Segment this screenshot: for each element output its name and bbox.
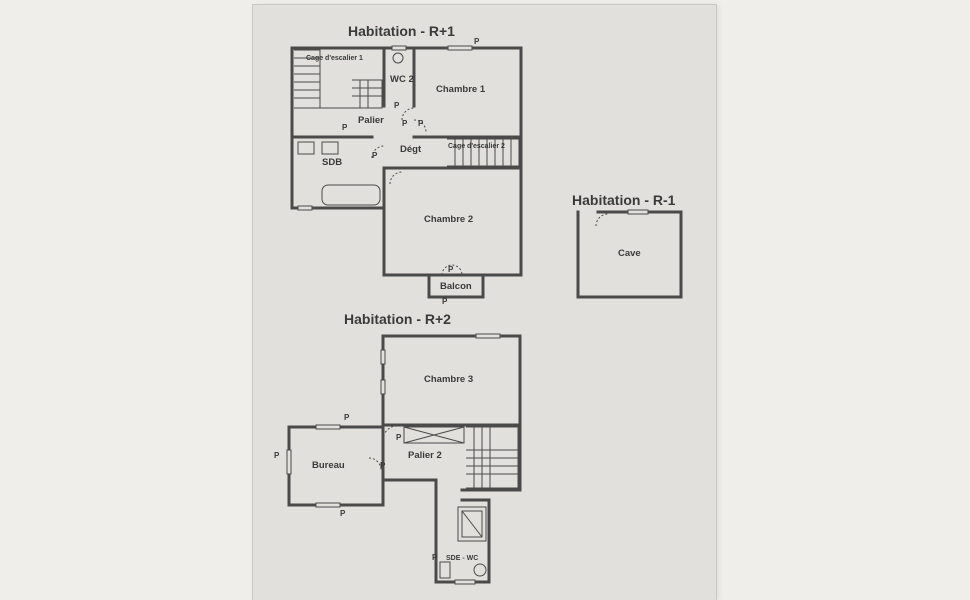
room-palier-label: Palier [358, 115, 384, 126]
room-degt-label: Dégt [400, 144, 422, 155]
palier2-bottom-wall [381, 478, 438, 507]
marker-p: P [442, 297, 448, 306]
bureau-walls [287, 425, 385, 507]
room-chambre2-label: Chambre 2 [424, 214, 473, 225]
window [315, 502, 341, 508]
window [447, 45, 473, 51]
window [627, 209, 649, 215]
room-balcon-label: Balcon [440, 281, 472, 292]
window [286, 449, 292, 475]
window [380, 349, 386, 365]
window [297, 205, 313, 211]
plan-rm1-walls [576, 210, 683, 299]
door-swing [413, 119, 427, 133]
sink-icon [321, 141, 339, 155]
window [454, 579, 476, 585]
plan-r1: Habitation - R+1 Cage d'escalier 1 WC 2 … [290, 23, 523, 306]
room-palier2-label: Palier 2 [408, 450, 442, 461]
shower-icon [461, 510, 483, 538]
marker-p: P [474, 37, 480, 46]
bathtub-icon [321, 184, 381, 206]
marker-p: P [396, 433, 402, 442]
door-swing [595, 213, 609, 227]
balcony-door-swing [441, 264, 463, 276]
window [391, 45, 407, 51]
room-cage1-label: Cage d'escalier 1 [306, 55, 363, 62]
door-swing [371, 145, 385, 159]
marker-p: P [274, 451, 280, 460]
sde-wc-walls [434, 498, 491, 584]
plan-r1-outer-walls [290, 46, 523, 277]
window [315, 424, 341, 430]
door-swing [368, 457, 382, 471]
room-sde-wc-label: SDE - WC [446, 555, 478, 562]
wc-toilet-icon [392, 52, 404, 64]
railing [403, 426, 465, 444]
balcony-walls [427, 273, 485, 299]
marker-p: P [432, 553, 438, 562]
plan-rm1: Habitation - R-1 Cave [572, 192, 683, 299]
sink-icon [297, 141, 315, 155]
marker-p: P [380, 461, 386, 470]
stairs-cage1 [294, 49, 383, 109]
room-wc2-label: WC 2 [390, 74, 414, 85]
room-cage2-label: Cage d'escalier 2 [448, 143, 505, 150]
shower-icon [457, 506, 487, 542]
door-swing [401, 107, 415, 121]
plan-r2-title: Habitation - R+2 [344, 311, 451, 327]
marker-p: P [402, 119, 408, 128]
door-swing [389, 171, 403, 185]
marker-p: P [418, 119, 424, 128]
room-chambre1-label: Chambre 1 [436, 84, 486, 95]
wc-toilet-icon [473, 563, 487, 577]
chambre3-walls [381, 334, 522, 492]
plan-rm1-title: Habitation - R-1 [572, 192, 676, 208]
stairs-cage2 [447, 138, 520, 167]
room-chambre3-label: Chambre 3 [424, 374, 473, 385]
marker-p: P [394, 101, 400, 110]
plan-r2: Habitation - R+2 Chambre 3 Bureau Palier… [274, 311, 522, 585]
room-sdb-label: SDB [322, 157, 342, 168]
room-cave-label: Cave [618, 248, 641, 259]
marker-p: P [342, 123, 348, 132]
sink-icon [439, 561, 451, 579]
marker-p: P [344, 413, 350, 422]
plan-r1-title: Habitation - R+1 [348, 23, 455, 39]
stairs-r2 [466, 426, 519, 489]
window [475, 333, 501, 339]
door-swing [382, 425, 398, 441]
window [380, 379, 386, 395]
marker-p: P [372, 151, 378, 160]
room-bureau-label: Bureau [312, 460, 345, 471]
marker-p: P [340, 509, 346, 518]
marker-p: P [448, 265, 454, 274]
